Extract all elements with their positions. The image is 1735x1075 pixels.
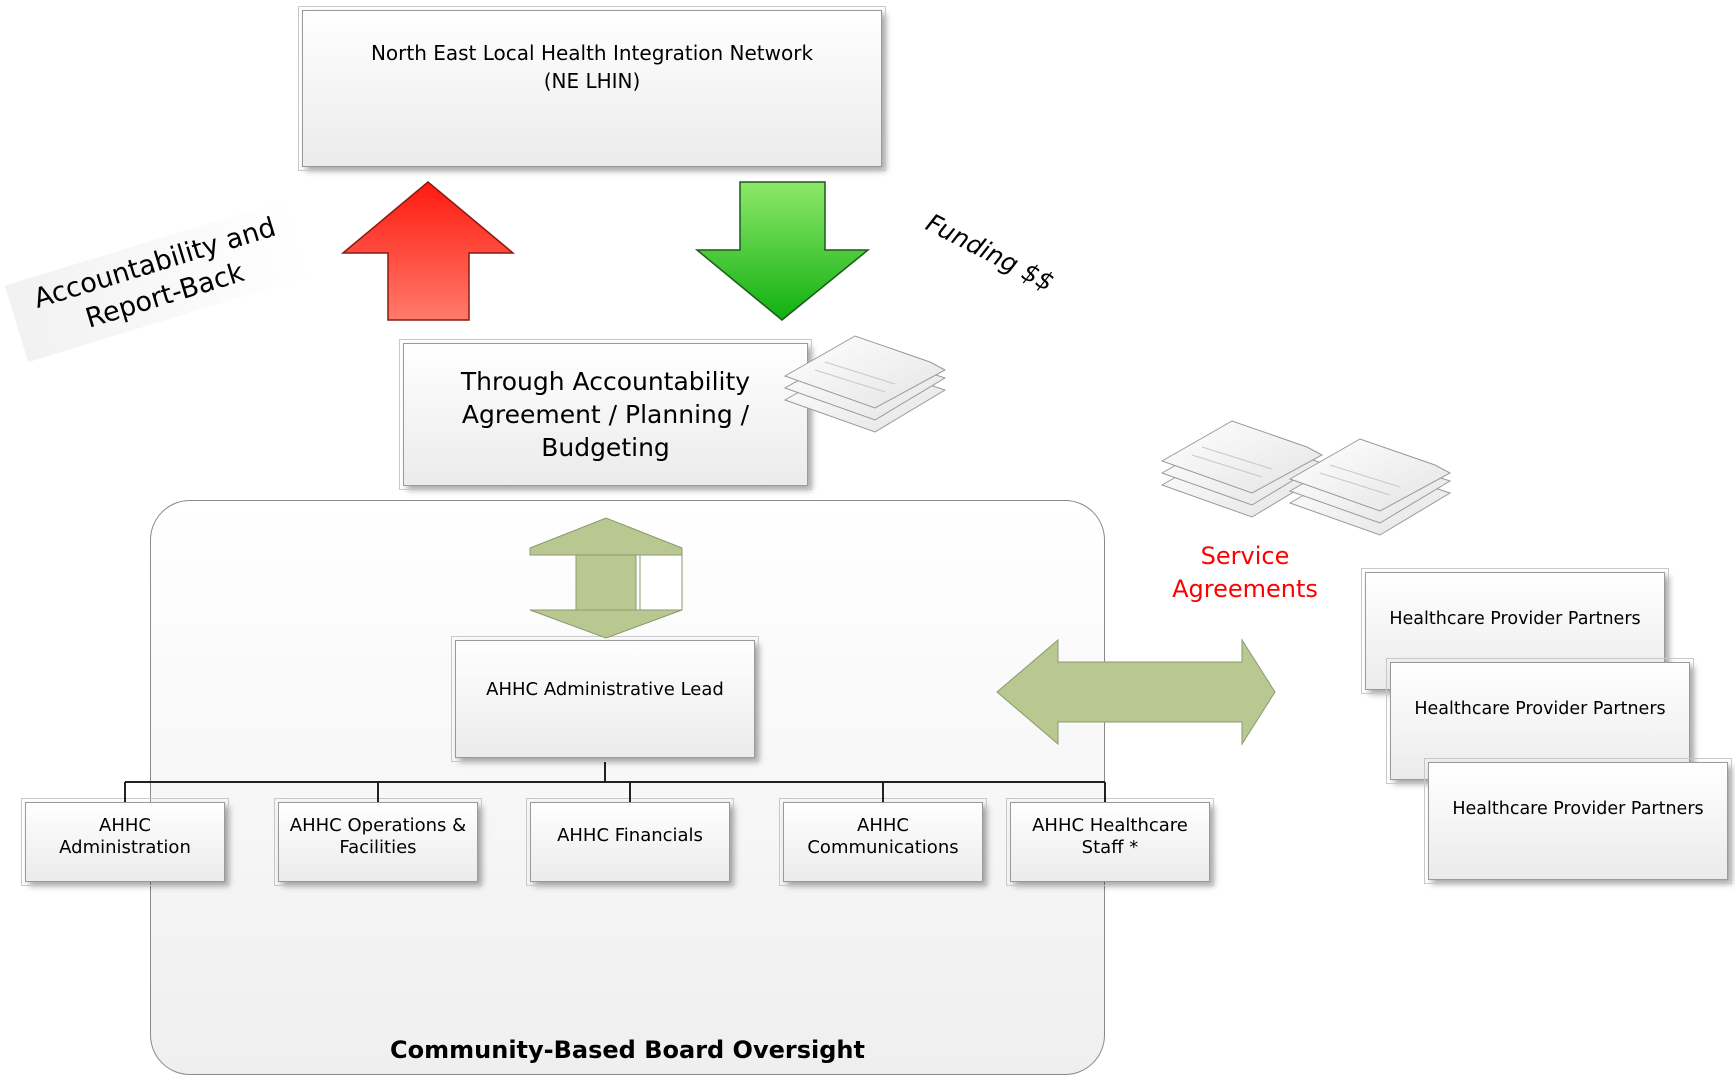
dept-box-healthcare-staff: AHHC Healthcare Staff * xyxy=(1006,798,1214,886)
documents-icon xyxy=(783,335,947,433)
agreement-line-2: Agreement / Planning / xyxy=(461,400,750,429)
dept-line-1: AHHC Healthcare xyxy=(1032,815,1188,836)
dept-box-communications: AHHC Communications xyxy=(779,798,987,886)
horizontal-double-arrow xyxy=(996,638,1276,746)
admin-lead-box: AHHC Administrative Lead xyxy=(451,636,759,762)
dept-line-2: Facilities xyxy=(339,837,417,858)
admin-lead-label: AHHC Administrative Lead xyxy=(486,679,724,700)
agreement-line-3: Budgeting xyxy=(541,433,670,462)
vertical-double-arrow xyxy=(529,517,683,639)
agreement-line-1: Through Accountability xyxy=(460,367,751,396)
dept-box-administration: AHHC Administration xyxy=(21,798,229,886)
agreement-box: Through Accountability Agreement / Plann… xyxy=(399,339,812,490)
dept-line-1: AHHC xyxy=(857,815,909,836)
documents-icon xyxy=(1160,420,1324,518)
dept-line-2: Administration xyxy=(59,837,191,858)
partner-label: Healthcare Provider Partners xyxy=(1389,609,1641,629)
dept-line-2: Communications xyxy=(807,837,959,858)
dept-line-1: AHHC Operations & xyxy=(289,815,467,836)
service-line-1: Service xyxy=(1200,542,1290,570)
ne-lhin-name: North East Local Health Integration Netw… xyxy=(370,41,814,65)
dept-box-financials: AHHC Financials xyxy=(526,798,734,886)
dept-box-operations: AHHC Operations & Facilities xyxy=(274,798,482,886)
dept-line-1: AHHC xyxy=(99,815,151,836)
dept-line-2: Staff * xyxy=(1081,837,1139,858)
partner-box-3: Healthcare Provider Partners xyxy=(1424,758,1732,884)
dept-line-1: AHHC Financials xyxy=(557,825,703,846)
documents-icon xyxy=(1288,438,1452,536)
funding-down-arrow xyxy=(694,181,871,321)
accountability-up-arrow xyxy=(340,181,516,321)
ne-lhin-box: North East Local Health Integration Netw… xyxy=(298,6,886,171)
partner-label: Healthcare Provider Partners xyxy=(1414,699,1666,719)
ne-lhin-abbrev: (NE LHIN) xyxy=(543,69,641,93)
board-oversight-label: Community-Based Board Oversight xyxy=(390,1036,865,1064)
partner-label: Healthcare Provider Partners xyxy=(1452,799,1704,819)
org-connector-lines xyxy=(124,762,1106,802)
cut-off-heading: ture Governance Structure xyxy=(30,0,1735,10)
partner-box-2: Healthcare Provider Partners xyxy=(1386,658,1694,784)
service-agreements-label: Service Agreements xyxy=(1150,540,1340,606)
service-line-2: Agreements xyxy=(1172,575,1318,603)
